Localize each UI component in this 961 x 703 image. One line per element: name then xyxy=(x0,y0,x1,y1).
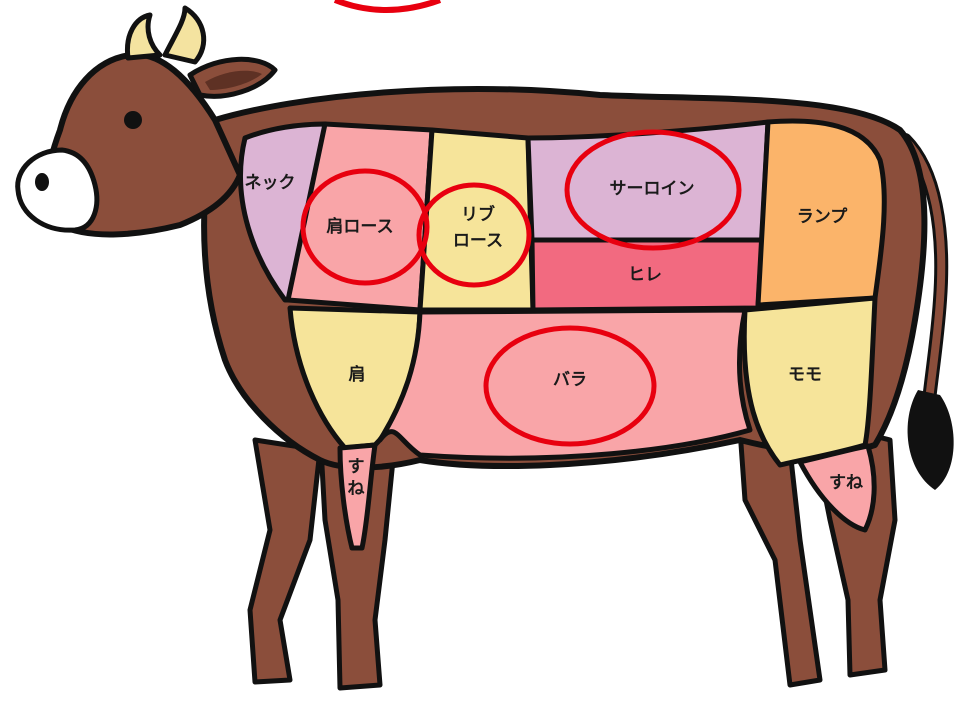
label-fillet: ヒレ xyxy=(628,265,662,285)
nostril xyxy=(35,173,49,191)
label-shank-front-line1: す xyxy=(348,457,365,477)
label-shank-front-line2: ね xyxy=(348,479,365,499)
top-highlight-ring-partial xyxy=(335,0,440,10)
label-rib-loin-line2: ロース xyxy=(453,231,503,251)
label-rib-loin-line1: リブ xyxy=(461,204,495,225)
horn-right xyxy=(165,8,204,62)
label-belly: バラ xyxy=(553,370,587,390)
label-round: モモ xyxy=(788,365,822,385)
horn-left xyxy=(127,15,160,58)
label-neck: ネック xyxy=(245,173,296,193)
muzzle xyxy=(18,150,97,230)
tail-tuft xyxy=(908,390,954,490)
label-rump: ランプ xyxy=(797,206,848,227)
label-shank-rear: すね xyxy=(829,473,863,493)
eye xyxy=(124,111,142,129)
label-shoulder-loin: 肩ロース xyxy=(326,216,393,237)
label-shoulder: 肩 xyxy=(349,364,366,385)
label-sirloin: サーロイン xyxy=(610,179,695,199)
